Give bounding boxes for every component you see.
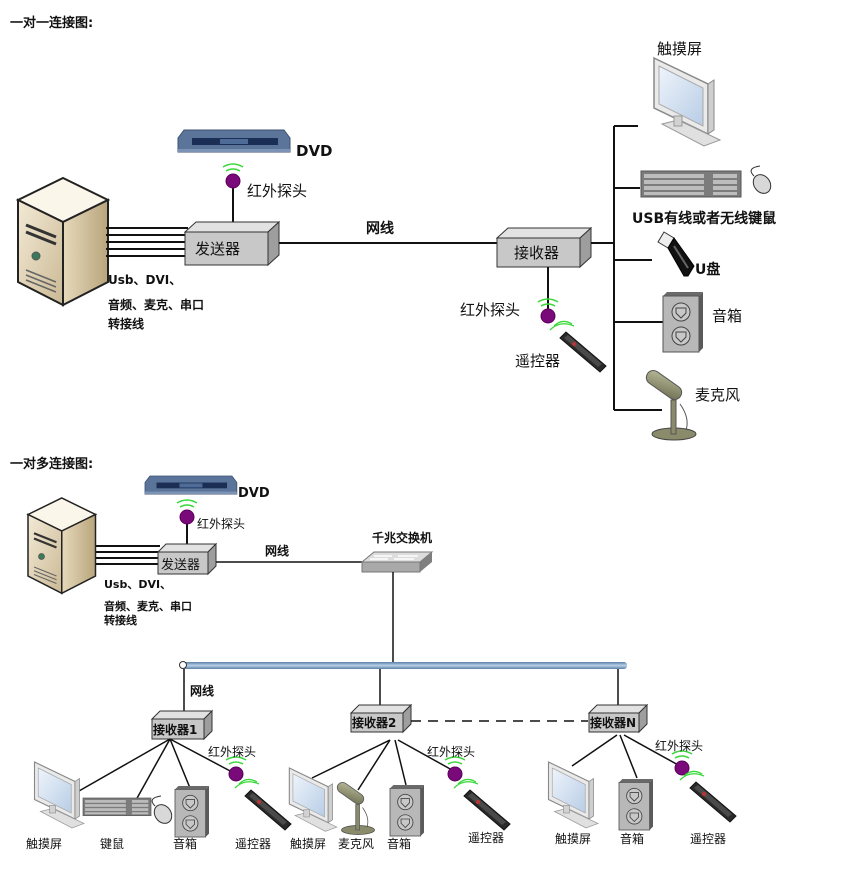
ir-probe-label: 红外探头 xyxy=(208,745,257,759)
cable-label-line-3: 转接线 xyxy=(104,614,137,627)
ir-probe-label: 红外探头 xyxy=(460,301,521,319)
sender-box xyxy=(156,542,218,576)
receiver-n-label: 接收器N xyxy=(590,716,637,730)
keyboard-mouse-label: USB有线或者无线键鼠 xyxy=(632,211,777,227)
cable-label-line-2: 音频、麦克、串口 xyxy=(108,298,205,312)
ir-probe-icon xyxy=(225,756,247,782)
sender-box xyxy=(183,220,281,267)
device-label: 遥控器 xyxy=(690,832,727,846)
pc-server-icon xyxy=(26,496,97,595)
ir-probe-label: 红外探头 xyxy=(247,182,308,200)
speaker-icon xyxy=(174,785,210,838)
section-title-one-to-many: 一对多连接图: xyxy=(10,457,94,472)
switch-label: 千兆交换机 xyxy=(372,531,433,545)
dvd-label: DVD xyxy=(238,486,270,501)
sender-label: 发送器 xyxy=(161,558,201,573)
speaker-icon xyxy=(389,784,425,837)
usb-drive-label: U盘 xyxy=(695,262,721,278)
keyboard-icon xyxy=(640,170,742,198)
remote-control-icon xyxy=(453,778,511,831)
touchscreen-icon xyxy=(33,761,85,829)
usb-drive-icon xyxy=(657,231,695,277)
touchscreen-icon xyxy=(653,57,721,147)
network-backbone xyxy=(179,661,627,669)
cable-label-line-1: Usb、DVI、 xyxy=(108,273,182,287)
adapter-cables xyxy=(96,545,160,565)
microphone-icon xyxy=(334,779,375,835)
touchscreen-icon xyxy=(547,761,599,829)
dvd-player-icon xyxy=(177,129,291,153)
microphone-icon xyxy=(643,367,697,441)
network-cable-label: 网线 xyxy=(265,544,290,558)
device-label: 遥控器 xyxy=(235,837,272,851)
speaker-label: 音箱 xyxy=(712,307,743,325)
microphone-label: 麦克风 xyxy=(695,386,741,404)
receiver-n-box xyxy=(587,703,649,734)
device-label: 键鼠 xyxy=(100,837,125,851)
receiver-box xyxy=(495,226,593,269)
ir-probe-label: 红外探头 xyxy=(197,517,246,531)
receiver-2-box xyxy=(349,703,413,734)
touchscreen-label: 触摸屏 xyxy=(657,40,703,58)
ir-probe-icon xyxy=(222,163,244,189)
cable-label-line-2: 音频、麦克、串口 xyxy=(104,600,192,613)
remote-control-icon xyxy=(679,770,737,823)
pc-server-icon xyxy=(16,176,110,307)
receiver-1-label: 接收器1 xyxy=(153,723,198,737)
speaker-icon xyxy=(618,778,654,831)
ir-probe-label: 红外探头 xyxy=(655,739,704,753)
receiver-1-box xyxy=(150,709,214,741)
ir-probe-label: 红外探头 xyxy=(427,745,476,759)
remote-control-icon xyxy=(234,778,292,831)
device-label: 音箱 xyxy=(387,837,412,851)
device-label: 触摸屏 xyxy=(26,837,63,851)
mouse-icon xyxy=(150,795,176,828)
device-label: 遥控器 xyxy=(468,831,505,845)
receiver-2-label: 接收器2 xyxy=(352,716,397,730)
device-label: 音箱 xyxy=(620,832,645,846)
device-label: 麦克风 xyxy=(338,837,375,851)
remote-control-label: 遥控器 xyxy=(515,352,561,370)
cable-label-line-1: Usb、DVI、 xyxy=(104,578,172,591)
sender-label: 发送器 xyxy=(195,240,241,258)
device-bus xyxy=(591,125,666,411)
section-title-one-to-one: 一对一连接图: xyxy=(10,16,94,31)
receiver-label: 接收器 xyxy=(514,244,560,262)
cable-label-line-3: 转接线 xyxy=(108,317,145,331)
keyboard-icon xyxy=(82,797,152,817)
adapter-cables xyxy=(106,227,188,257)
ir-probe-icon xyxy=(176,499,198,525)
dvd-player-icon xyxy=(144,475,238,495)
dvd-label: DVD xyxy=(296,142,333,160)
mouse-icon xyxy=(749,165,775,198)
gigabit-switch-icon xyxy=(361,551,433,573)
device-label: 触摸屏 xyxy=(555,832,592,846)
device-label: 触摸屏 xyxy=(290,837,327,851)
bus-network-label: 网线 xyxy=(190,684,215,698)
network-cable-label: 网线 xyxy=(366,221,394,237)
ir-probe-icon xyxy=(444,756,466,782)
speaker-icon xyxy=(662,291,704,353)
device-label: 音箱 xyxy=(173,837,198,851)
